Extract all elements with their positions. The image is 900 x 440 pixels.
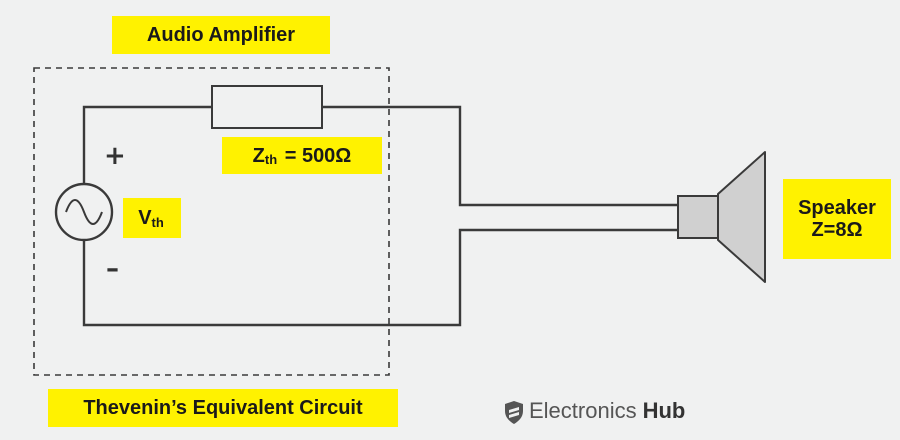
circuit-caption: Thevenin’s Equivalent Circuit <box>48 389 398 427</box>
top-wire-right <box>322 105 678 207</box>
vth-subscript: th <box>151 214 164 230</box>
bottom-wire <box>82 228 678 327</box>
zth-value: = 500Ω <box>284 144 352 167</box>
negative-terminal-sign: – <box>106 254 119 284</box>
speaker-icon <box>677 151 766 283</box>
brand-name-bold: Hub <box>642 398 686 423</box>
speaker-label: Speaker Z=8Ω <box>783 179 891 259</box>
amplifier-boundary <box>33 67 390 376</box>
circuit-wires <box>82 105 678 327</box>
ac-source-icon <box>54 182 114 242</box>
zth-symbol: Z <box>252 144 265 167</box>
positive-terminal-sign: + <box>104 141 126 171</box>
vth-symbol: V <box>138 207 152 229</box>
circuit-caption-text: Thevenin’s Equivalent Circuit <box>83 397 363 419</box>
amplifier-title: Audio Amplifier <box>112 16 330 54</box>
brand-name-regular: Electronics <box>529 398 637 423</box>
amplifier-title-text: Audio Amplifier <box>146 24 296 46</box>
zth-subscript: th <box>264 152 278 168</box>
resistor-icon <box>211 85 323 129</box>
brand-logo-icon <box>505 401 523 424</box>
speaker-name: Speaker <box>798 197 876 219</box>
brand-watermark: Electronics Hub <box>503 398 685 424</box>
top-wire-left <box>82 105 212 184</box>
speaker-impedance: Z=8Ω <box>811 219 863 241</box>
